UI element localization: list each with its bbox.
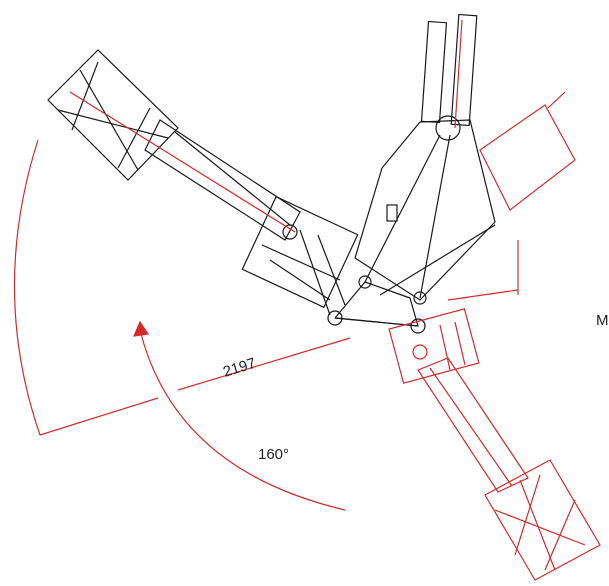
- lowered-boom-upper: [479, 104, 576, 211]
- arm-raised-position: [47, 13, 496, 334]
- raised-arm-centerline: [69, 19, 463, 233]
- swing-radius-line: [39, 397, 159, 436]
- lowered-arm-head: [484, 459, 601, 581]
- reach-dimension-label: 2197: [221, 355, 258, 381]
- raised-arm-joint-block: [241, 195, 359, 309]
- reach-dimension-line: [177, 337, 351, 391]
- raised-arm-boom: [144, 119, 301, 241]
- swing-angle-label: 160°: [258, 446, 289, 463]
- upright-cylinder-left: [420, 20, 448, 124]
- lowered-arm-boom: [417, 357, 529, 493]
- arm-lowered-position: [388, 91, 601, 581]
- swing-angle-annotation: [13, 139, 519, 511]
- inner-swing-arc: [139, 329, 346, 511]
- outer-swing-arc: [13, 139, 41, 436]
- raised-arm-head: [47, 49, 179, 181]
- swing-arrow-head: [133, 320, 150, 337]
- right-dimension-line: [447, 289, 519, 301]
- right-edge-label: M: [596, 312, 609, 329]
- upright-cylinder-right: [450, 13, 478, 127]
- lowered-arm-joint-block: [388, 308, 480, 384]
